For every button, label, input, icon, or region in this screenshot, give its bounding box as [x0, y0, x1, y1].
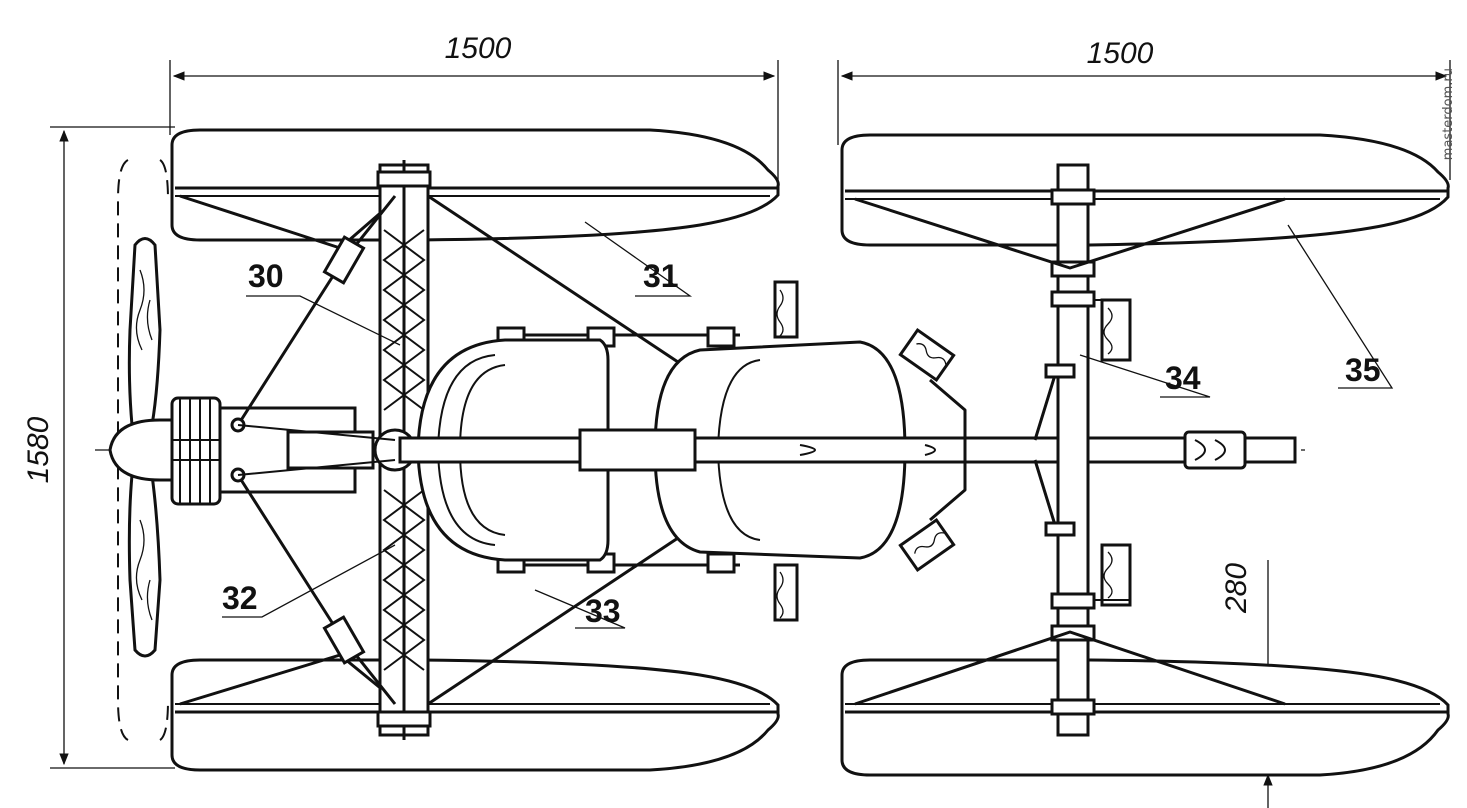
left-bottom-float	[170, 658, 780, 772]
left-width-label: 1500	[445, 32, 512, 65]
watermark: masterdom.ru	[1441, 68, 1456, 160]
rear-axle	[854, 163, 1286, 737]
overall-height-label: 1580	[22, 416, 55, 483]
seat-frame	[496, 326, 740, 574]
propeller-hub	[108, 418, 174, 482]
pedals	[773, 280, 1132, 622]
engine	[170, 396, 375, 506]
callout-30: 30	[248, 258, 284, 294]
steering-handlebar	[898, 328, 967, 572]
callout-35: 35	[1345, 352, 1381, 388]
right-top-float	[840, 133, 1450, 247]
right-width-label: 1500	[1087, 37, 1154, 70]
callout-34: 34	[1165, 360, 1201, 396]
callout-leaders	[222, 221, 1394, 629]
float-offset-label: 280	[1220, 563, 1253, 614]
propeller	[108, 159, 174, 741]
callout-33: 33	[585, 593, 621, 629]
main-beam	[398, 428, 1297, 472]
right-bottom-float	[840, 658, 1450, 777]
callout-31: 31	[643, 258, 679, 294]
callout-32: 32	[222, 580, 258, 616]
